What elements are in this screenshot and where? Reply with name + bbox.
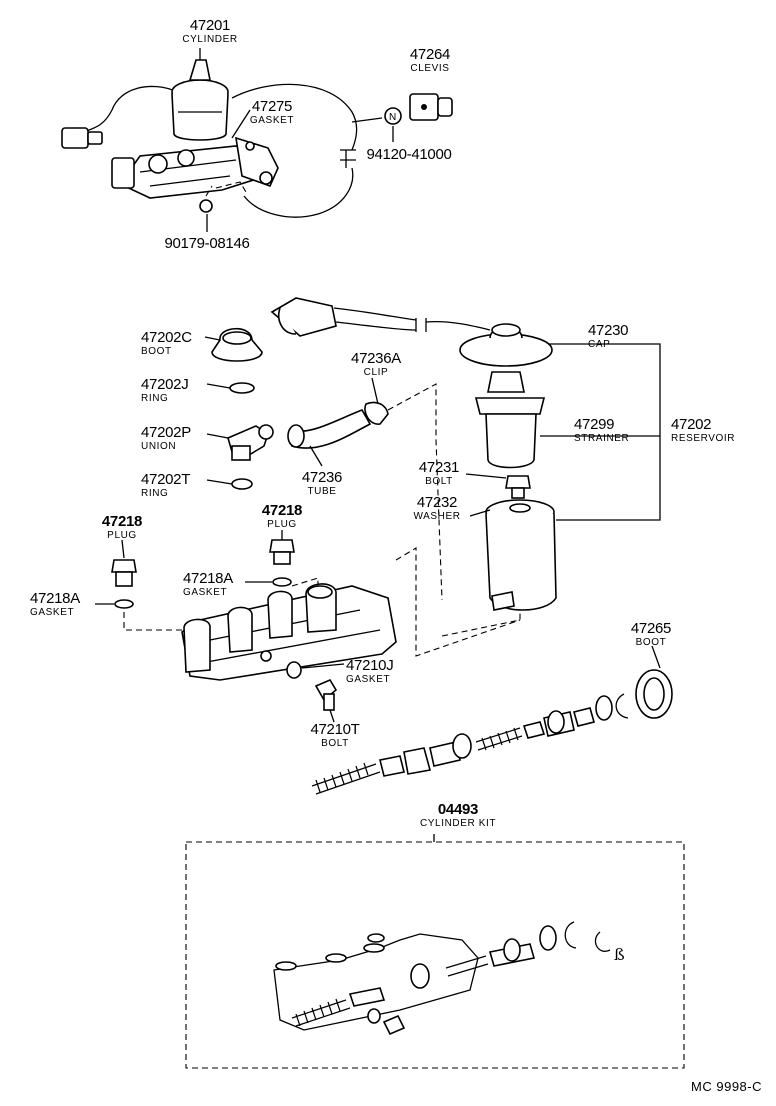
reference-code: MC 9998-C xyxy=(691,1079,762,1094)
leader-lines-middle xyxy=(204,336,507,517)
master-cylinder-top xyxy=(61,59,279,213)
clevis-part: N xyxy=(384,93,453,125)
cylinder-kit-box: ß xyxy=(185,834,685,1069)
leader-lines-top xyxy=(199,48,394,232)
reservoir-group xyxy=(270,297,661,611)
kit-mark: ß xyxy=(614,945,625,964)
callout-n-label: N xyxy=(389,112,396,123)
brake-booster-outline xyxy=(231,83,383,218)
piston-assembly xyxy=(311,669,673,795)
small-parts-left xyxy=(211,328,443,601)
label-90179: 90179-08146 xyxy=(164,235,250,252)
label-94120: 94120-41000 xyxy=(366,146,452,163)
cylinder-body xyxy=(111,539,521,711)
leader-lines-lower-middle xyxy=(95,530,661,723)
